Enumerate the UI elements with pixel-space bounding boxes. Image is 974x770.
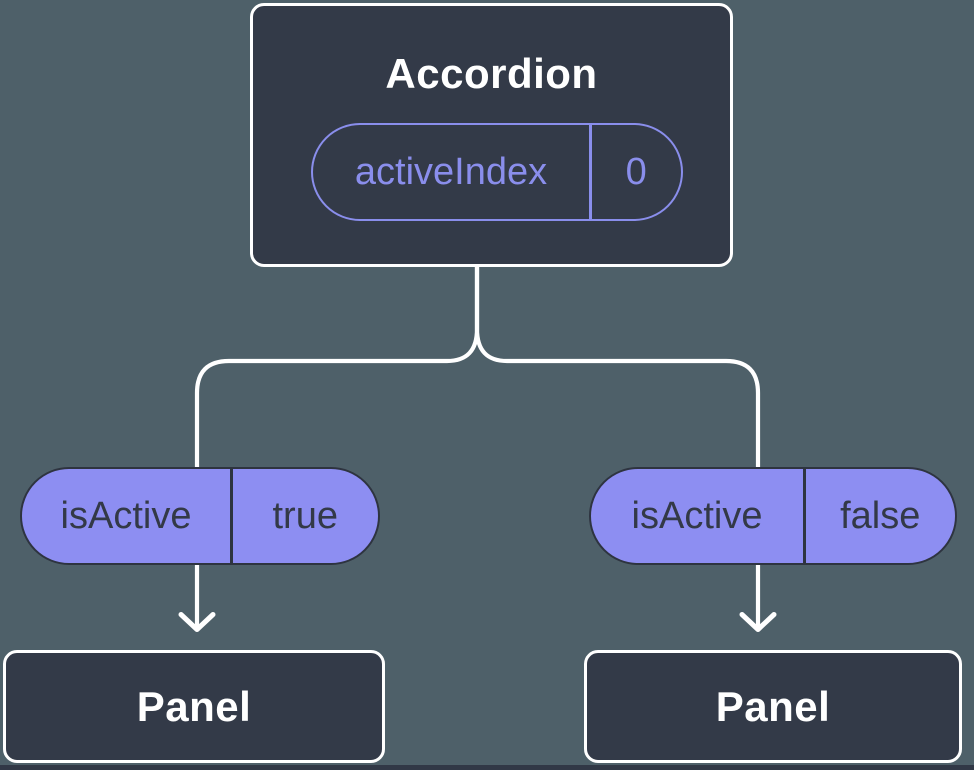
- state-pill-label: activeIndex: [354, 150, 548, 193]
- prop-pill-divider: [803, 469, 806, 563]
- connector-branch-right: [474, 261, 761, 630]
- arrowhead-left-icon: [178, 612, 216, 632]
- prop-pill-isactive-false: isActive false: [589, 467, 957, 565]
- prop-pill-value: true: [272, 494, 338, 537]
- state-pill-divider: [589, 125, 592, 219]
- state-pill: activeIndex 0: [311, 123, 683, 221]
- prop-pill-label: isActive: [631, 494, 763, 537]
- state-pill-value: 0: [625, 150, 647, 193]
- connector-branch-left: [194, 261, 480, 630]
- arrowhead-right-icon: [739, 612, 777, 632]
- panel-node-left: Panel: [3, 650, 385, 763]
- accordion-node-title: Accordion: [385, 50, 598, 97]
- prop-pill-isactive-true: isActive true: [20, 467, 380, 565]
- prop-pill-divider: [230, 469, 233, 563]
- prop-pill-value: false: [840, 494, 921, 537]
- panel-node-title: Panel: [136, 682, 252, 730]
- accordion-node: Accordion activeIndex 0: [250, 3, 733, 267]
- bottom-edge-strip: [0, 765, 974, 770]
- panel-node-title: Panel: [715, 682, 831, 730]
- panel-node-right: Panel: [584, 650, 962, 763]
- prop-pill-label: isActive: [60, 494, 192, 537]
